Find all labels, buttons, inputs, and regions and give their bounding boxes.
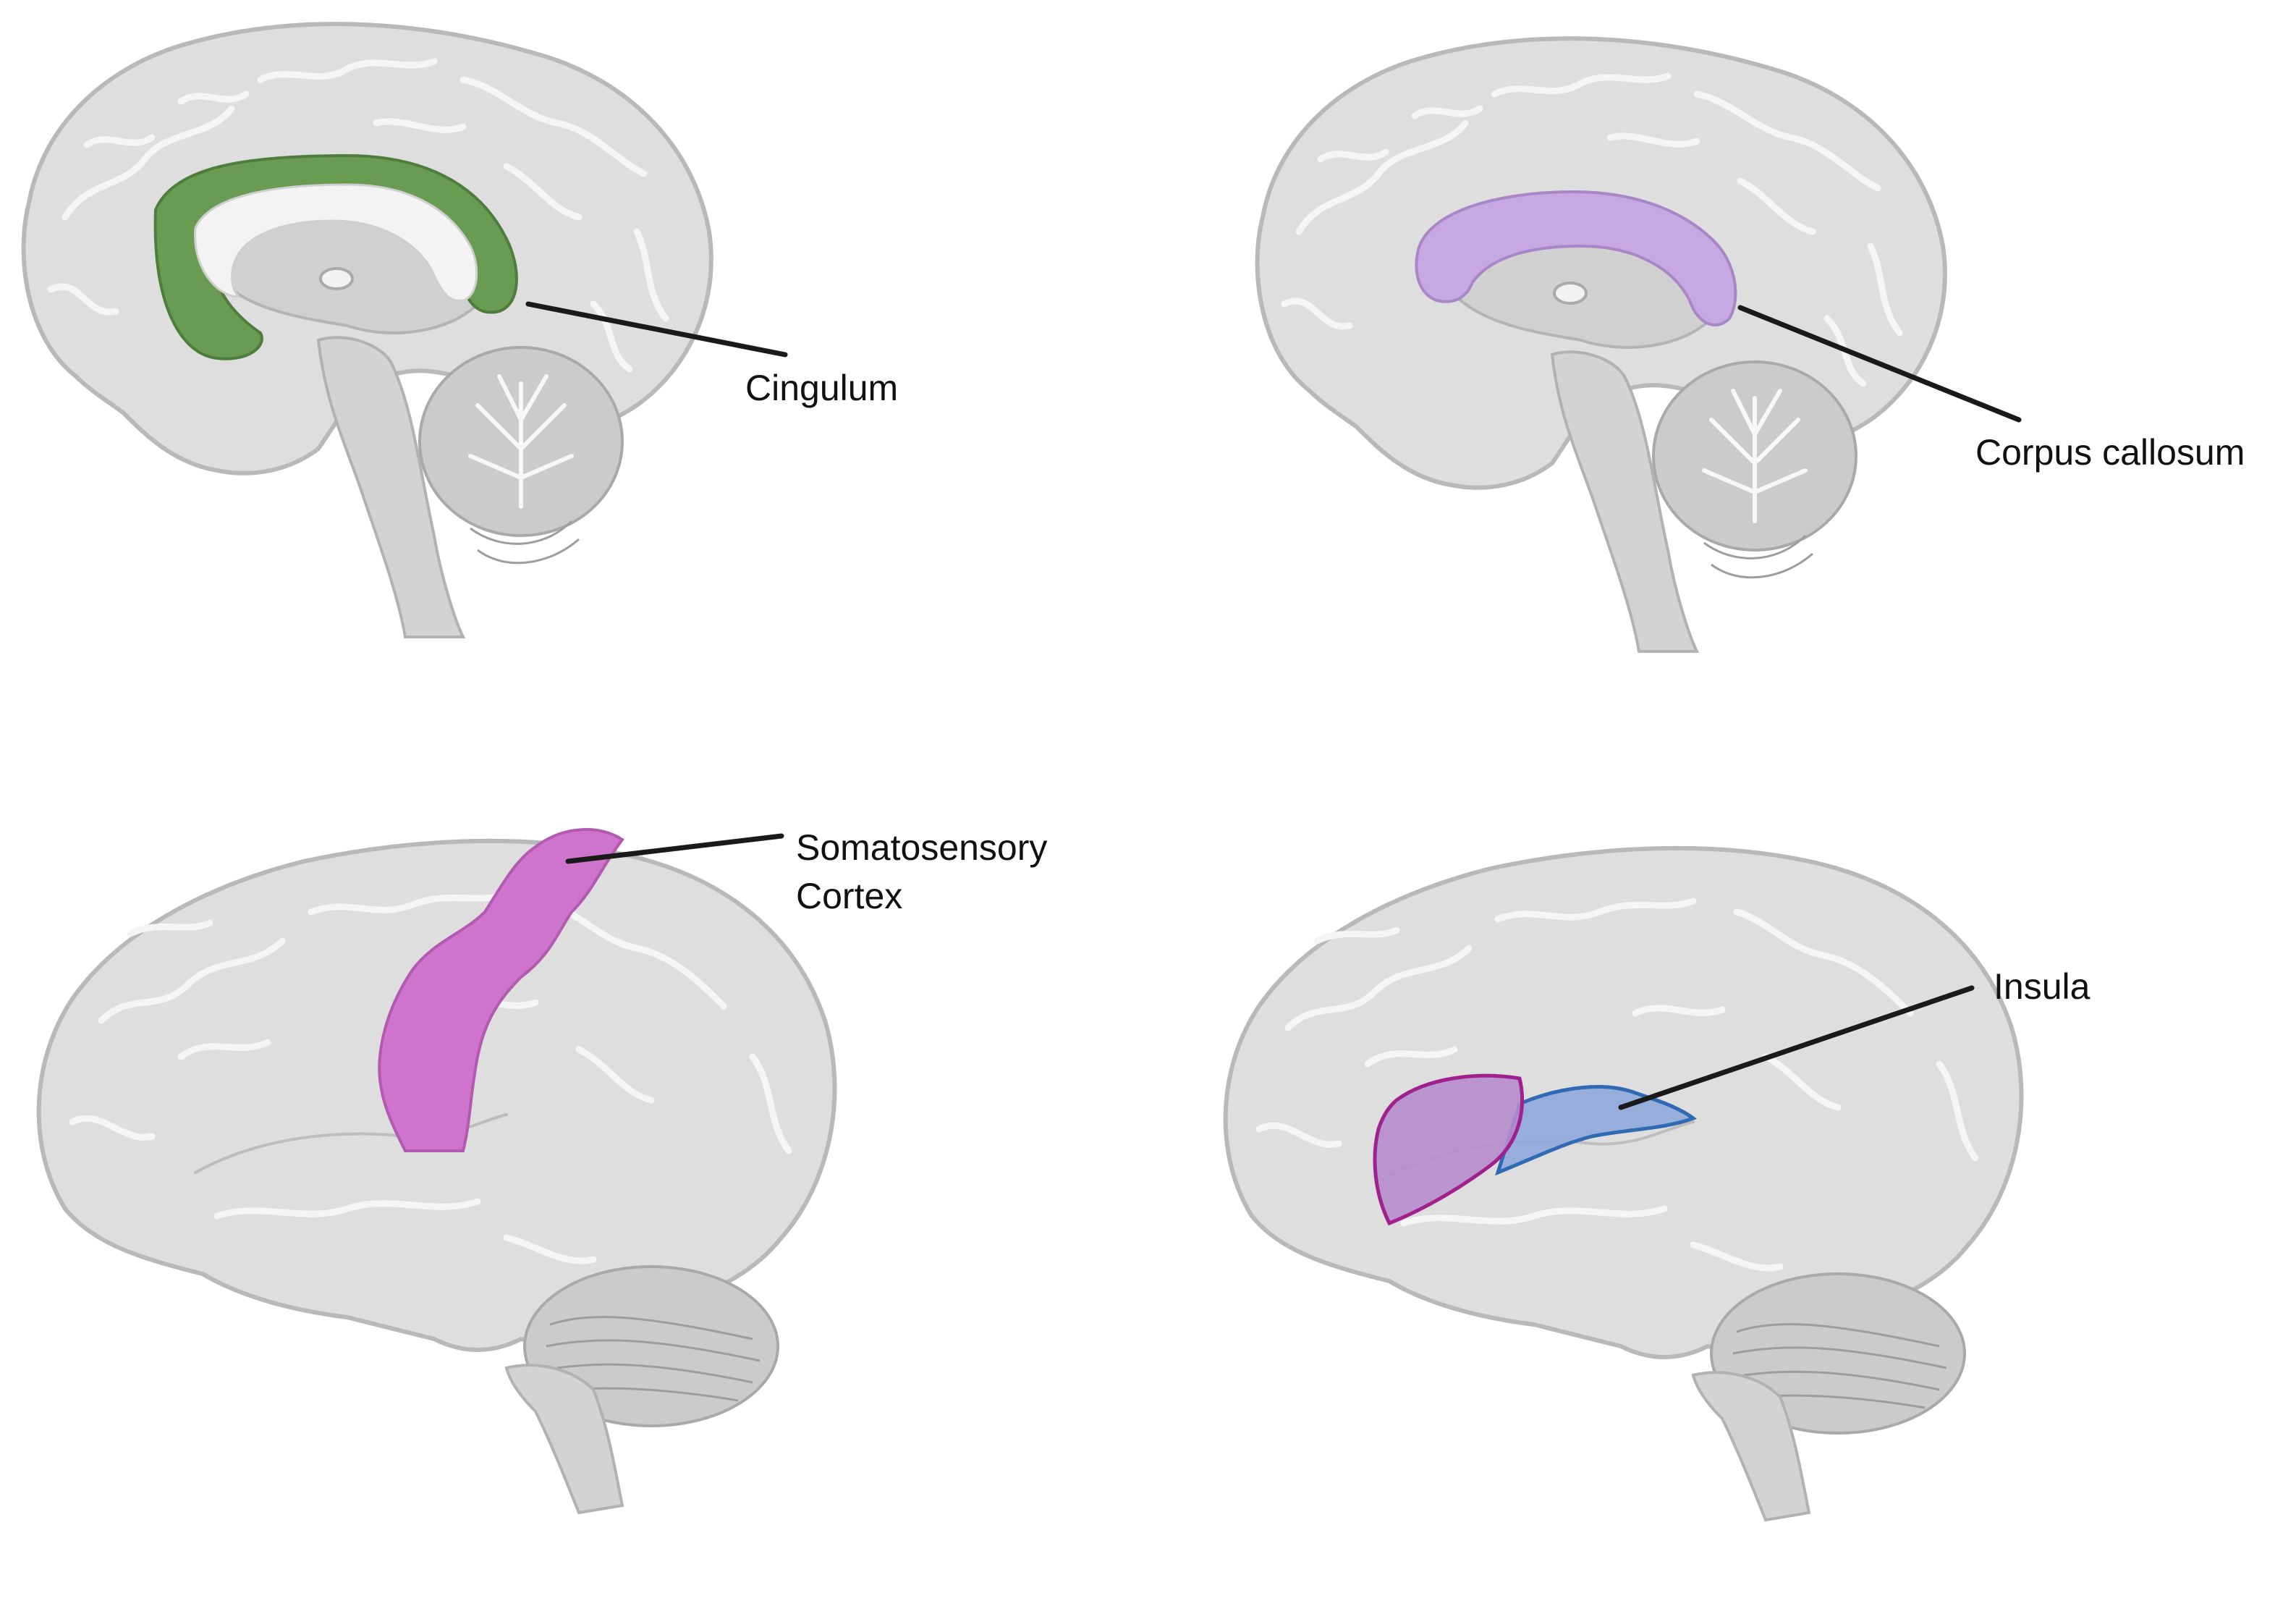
corpus-callosum-leader-line: [1737, 305, 2022, 423]
corpus-callosum-region: [1415, 190, 1737, 327]
sagittal-brain-icon: [24, 24, 711, 637]
cingulum-inner-callosum: [194, 183, 478, 302]
lateral-brain-icon: [1226, 848, 2022, 1520]
insula-panel: [1226, 848, 2022, 1520]
insula-label: Insula: [1994, 966, 2090, 1007]
somatosensory-region: [378, 828, 624, 1152]
lateral-brain-icon: [39, 841, 835, 1513]
somatosensory-leader-line: [565, 833, 784, 864]
insula-back-region: [1495, 1085, 1698, 1176]
corpus-callosum-label: Corpus callosum: [1975, 432, 2245, 473]
cingulum-leader-line: [525, 301, 788, 358]
corpus-callosum-panel: [1258, 38, 2022, 651]
cingulum-label: Cingulum: [745, 368, 898, 408]
insula-front-region: [1373, 1073, 1525, 1226]
insula-leader-line: [1618, 985, 1975, 1110]
somatosensory-label-line1: Somatosensory: [796, 827, 1047, 868]
cingulum-panel: Cingulum: [24, 24, 898, 637]
sagittal-brain-icon: [1258, 38, 1945, 651]
somatosensory-panel: [39, 828, 835, 1513]
somatosensory-label-line2: Cortex: [796, 876, 902, 916]
